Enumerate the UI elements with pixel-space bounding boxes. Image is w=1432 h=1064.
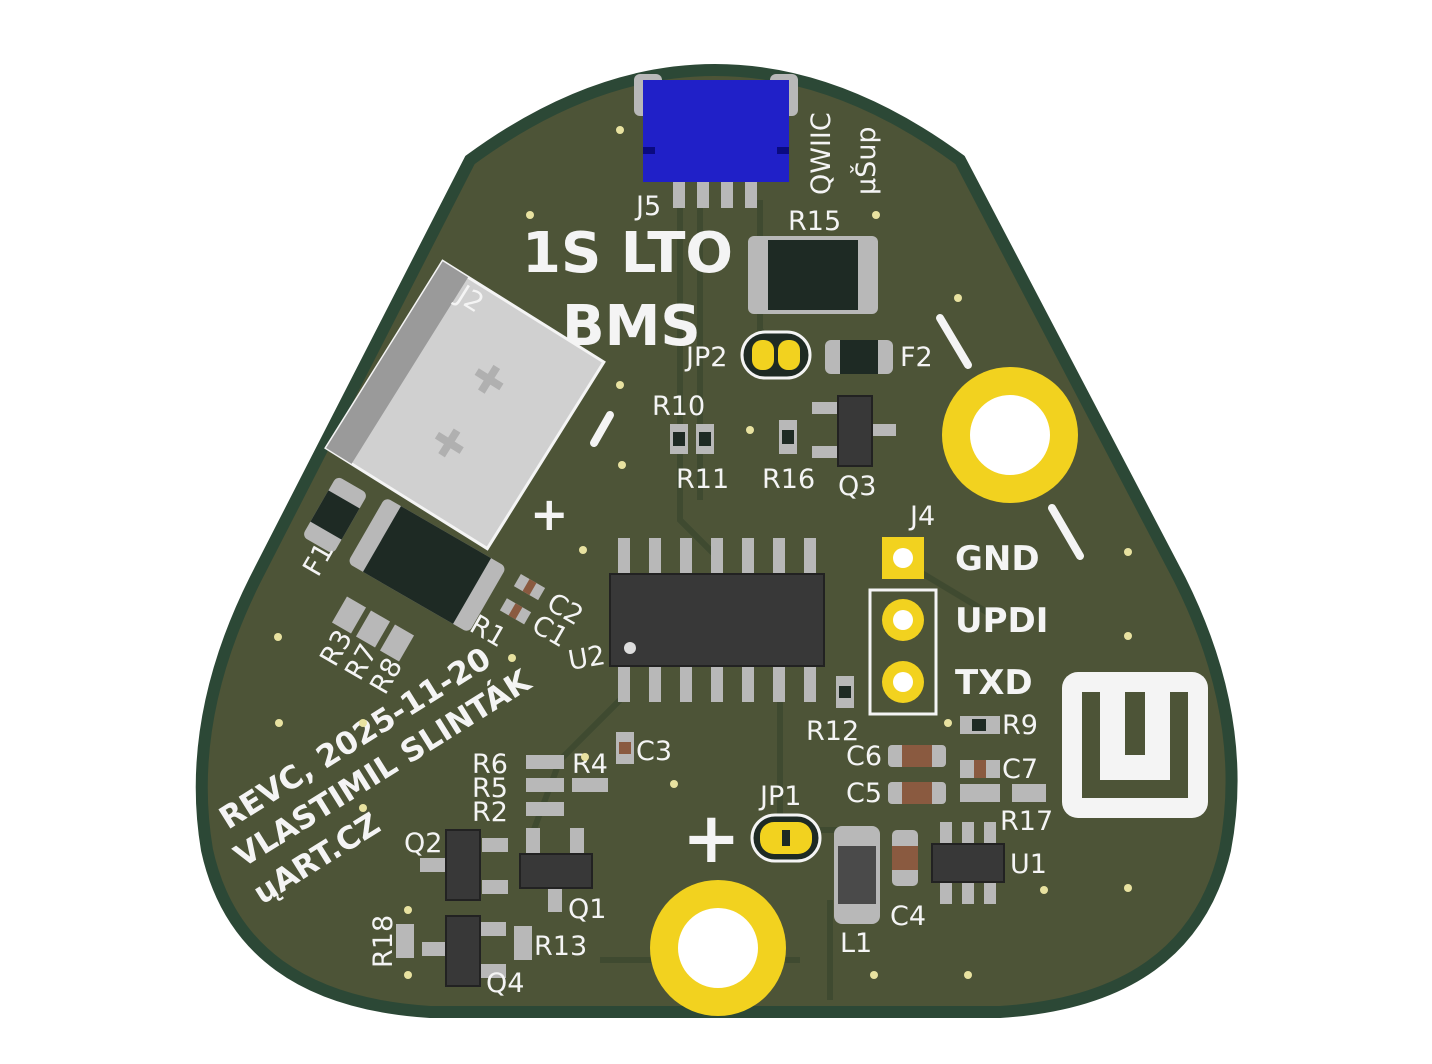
plus-marker-2: + <box>682 797 741 879</box>
c1-c2-capacitors <box>499 573 546 625</box>
q4-transistor <box>422 915 506 987</box>
jp1-solder-jumper[interactable] <box>750 813 822 863</box>
r12-resistor <box>836 676 854 708</box>
plus-marker: + <box>530 487 569 541</box>
r16-resistor <box>779 420 797 454</box>
silk-line <box>1048 504 1084 560</box>
qwiic-label: QWIIC <box>806 112 837 195</box>
c3-capacitor <box>616 732 634 764</box>
ref-jp1: JP1 <box>758 781 801 812</box>
silk-line <box>936 314 972 369</box>
ref-r11: R11 <box>676 464 729 495</box>
r6-r5-r2-resistors <box>526 755 608 816</box>
r15-resistor <box>748 236 878 314</box>
ref-r16: R16 <box>762 464 815 495</box>
r13-resistor <box>514 926 532 960</box>
logo <box>1062 672 1208 818</box>
ref-q1: Q1 <box>568 894 606 925</box>
ref-c6: C6 <box>846 741 882 772</box>
pin-label-updi: UPDI <box>955 601 1048 641</box>
jp2-solder-jumper[interactable] <box>740 330 812 380</box>
pin-label-txd: TXD <box>955 663 1033 703</box>
c4-capacitor <box>892 830 918 886</box>
ref-l1: L1 <box>840 928 872 959</box>
ref-q3: Q3 <box>838 471 876 502</box>
f1-fuse <box>304 477 366 553</box>
j2-battery-connector: ✚ ✚ <box>324 259 606 551</box>
r1-resistor <box>349 499 505 631</box>
ref-j4: J4 <box>908 501 935 532</box>
ref-f2: F2 <box>900 342 933 373</box>
mounting-hole-right <box>942 367 1078 503</box>
ref-r9: R9 <box>1002 710 1038 741</box>
ref-u2: U2 <box>566 640 608 677</box>
c6-capacitor <box>888 745 946 767</box>
ref-r13: R13 <box>534 931 587 962</box>
vias <box>274 126 1132 979</box>
ref-r15: R15 <box>788 206 841 237</box>
r3-r7-r8-resistors <box>331 596 415 662</box>
c7-capacitor <box>960 760 1000 778</box>
j4-outline <box>868 588 938 716</box>
r17-resistor <box>960 784 1046 802</box>
r9-resistor <box>960 716 1000 734</box>
ref-c5: C5 <box>846 778 882 809</box>
ref-r5: R5 <box>472 773 508 804</box>
c5-capacitor <box>888 782 946 804</box>
f2-fuse <box>825 340 893 374</box>
u2-ic <box>609 538 825 702</box>
ref-q2: Q2 <box>404 828 442 859</box>
board-title-line2: BMS <box>562 294 701 359</box>
ref-r17: R17 <box>1000 806 1053 837</box>
ref-r2: R2 <box>472 797 508 828</box>
ref-r10: R10 <box>652 391 705 422</box>
r18-resistor <box>396 924 414 958</box>
l1-inductor <box>834 826 880 924</box>
q3-transistor <box>812 395 896 467</box>
ref-c7: C7 <box>1002 754 1038 785</box>
j5-connector[interactable] <box>634 74 798 208</box>
ref-c3: C3 <box>636 736 672 767</box>
ref-c4: C4 <box>890 901 926 932</box>
ref-r12: R12 <box>806 716 859 747</box>
ref-r4: R4 <box>572 749 608 780</box>
ref-r18: R18 <box>368 915 399 968</box>
u1-ic <box>931 822 1005 904</box>
board-title-line1: 1S LTO <box>522 221 733 286</box>
silk-line <box>590 411 614 447</box>
r10-r11-resistors <box>670 424 714 454</box>
ref-j5: J5 <box>634 191 661 222</box>
ref-jp2: JP2 <box>684 342 727 373</box>
ref-r6: R6 <box>472 749 508 780</box>
musup-label: μŠup <box>850 126 882 195</box>
q2-transistor <box>420 829 508 901</box>
q1-transistor <box>519 828 593 912</box>
mounting-hole-bottom <box>650 880 786 1016</box>
ref-q4: Q4 <box>486 968 524 999</box>
ref-u1: U1 <box>1010 849 1047 880</box>
pin-label-gnd: GND <box>955 539 1040 579</box>
